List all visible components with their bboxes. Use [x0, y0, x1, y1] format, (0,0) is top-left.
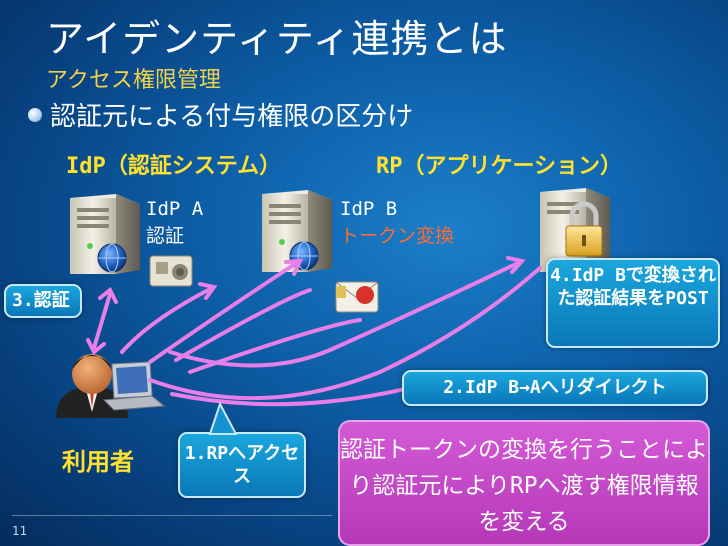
rp-heading: RP（アプリケーション） [376, 154, 623, 179]
user-icon [56, 354, 128, 418]
page-number: 11 [12, 524, 28, 538]
bullet-icon [28, 108, 42, 122]
callout-post-result: 4.IdP Bで変換された認証結果をPOST [546, 258, 720, 348]
slide-title: アイデンティティ連携とは [46, 17, 508, 61]
idp-b-role: トークン変換 [340, 225, 455, 247]
idp-a-role: 認証 [146, 225, 185, 247]
flow-arrows [86, 256, 542, 407]
laptop-icon [102, 361, 166, 411]
lock-icon [565, 201, 603, 257]
footer-divider [12, 515, 332, 516]
callout-redirect: 2.IdP B→Aへリダイレクト [402, 370, 708, 406]
note-box: 認証トークンの変換を行うことにより認証元によりRPへ渡す権限情報を変える [338, 420, 710, 546]
bullet-text: 認証元による付与権限の区分け [50, 102, 414, 132]
slide-subtitle: アクセス権限管理 [46, 68, 221, 93]
idp-heading: IdP（認証システム） [66, 154, 282, 179]
sealed-envelope-icon [335, 281, 379, 313]
user-label: 利用者 [62, 448, 134, 476]
idp-a-name: IdP A [146, 198, 204, 220]
idp-b-name: IdP B [340, 198, 398, 220]
callout-access-rp: 1.RPへアクセス [178, 432, 306, 498]
globe-icon [97, 243, 127, 273]
credential-card-icon [149, 255, 193, 287]
callout-authentication: 3.認証 [4, 284, 82, 318]
